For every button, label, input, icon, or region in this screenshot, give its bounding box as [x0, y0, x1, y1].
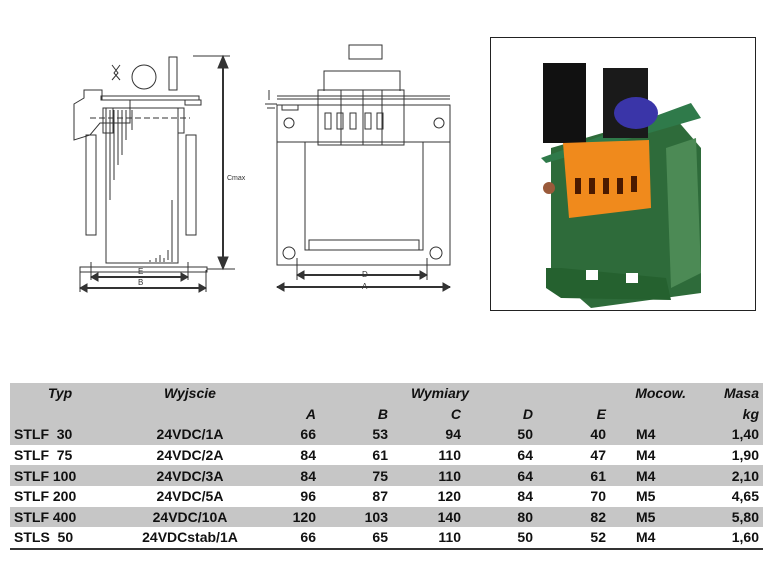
cell-c: 94	[392, 424, 465, 445]
cell-d: 50	[465, 424, 537, 445]
cell-e: 47	[590, 447, 606, 464]
cell-b: 61	[372, 447, 388, 464]
cell-d: 50	[465, 527, 537, 550]
front-view-drawing	[265, 44, 452, 292]
cell-wyjscie: 24VDC/5A	[156, 488, 224, 505]
cell-a: 96	[300, 488, 316, 505]
cell-e: 52	[537, 527, 610, 550]
header-row-1: Typ Wyjscie Wymiary Mocow. Masa	[10, 383, 763, 404]
cell-mocow: M4	[610, 527, 690, 550]
header-kg: kg	[690, 403, 763, 425]
cell-d: 80	[465, 506, 537, 528]
cell-e: 82	[537, 506, 610, 528]
header-row-2: A B C D E kg	[10, 403, 763, 425]
cell-e: 70	[590, 488, 606, 505]
cell-e: 61	[537, 465, 610, 486]
cell-wyjscie: 24VDC/10A	[110, 506, 270, 528]
cell-mocow: M4	[610, 465, 690, 486]
cell-b: 53	[320, 424, 392, 445]
header-wyjscie: Wyjscie	[110, 383, 270, 404]
header-a: A	[270, 403, 320, 425]
cell-mocow: M5	[610, 506, 690, 528]
cell-a: 84	[270, 465, 320, 486]
cell-masa: 1,40	[690, 424, 763, 445]
cell-b: 65	[320, 527, 392, 550]
header-b: B	[320, 403, 392, 425]
cell-wyjscie: 24VDC/3A	[110, 465, 270, 486]
cell-typ: STLF 100	[10, 465, 110, 486]
cell-masa: 5,80	[690, 506, 763, 528]
cell-e: 40	[537, 424, 610, 445]
label-c-max: Cmax	[227, 175, 246, 182]
cell-typ: STLF 30	[10, 424, 110, 445]
cell-mocow: M4	[610, 424, 690, 445]
cell-b: 103	[320, 506, 392, 528]
label-d: D	[362, 270, 368, 279]
header-wymiary: Wymiary	[270, 383, 610, 404]
header-masa: Masa	[690, 383, 763, 404]
table-row: STLF 75 24VDC/2A 84 61 110 64 47 M4 1,90	[10, 445, 763, 466]
cell-c: 110	[392, 465, 465, 486]
dimension-drawings: Cmax E B D A	[73, 44, 452, 293]
header-typ: Typ	[10, 383, 110, 404]
side-view-drawing	[73, 54, 235, 293]
specification-table: Typ Wyjscie Wymiary Mocow. Masa A B C D …	[10, 383, 763, 550]
label-e: E	[138, 267, 143, 276]
cell-c: 110	[392, 527, 465, 550]
header-mocow: Mocow.	[610, 383, 690, 404]
cell-d: 64	[465, 465, 537, 486]
cell-masa: 2,10	[690, 465, 763, 486]
cell-a: 66	[270, 424, 320, 445]
header-c: C	[392, 403, 465, 425]
cell-typ: STLF 400	[10, 506, 110, 528]
cell-mocow: M4	[636, 447, 656, 464]
cell-masa: 1,90	[731, 447, 759, 464]
header-e: E	[537, 403, 610, 425]
cell-typ: STLS 50	[10, 527, 110, 550]
cell-a: 120	[270, 506, 320, 528]
cell-wyjscie: 24VDC/1A	[110, 424, 270, 445]
cell-wyjscie: 24VDCstab/1A	[110, 527, 270, 550]
cell-mocow: M5	[636, 488, 656, 505]
cell-a: 66	[270, 527, 320, 550]
label-b: B	[138, 278, 143, 287]
cell-d: 64	[517, 447, 533, 464]
cell-masa: 4,65	[731, 488, 759, 505]
cell-typ: STLF 75	[14, 447, 73, 464]
cell-a: 84	[300, 447, 316, 464]
cell-typ: STLF 200	[14, 488, 77, 505]
product-photo	[490, 37, 756, 311]
cell-c: 110	[438, 447, 461, 464]
cell-b: 87	[372, 488, 388, 505]
table-row: STLF 200 24VDC/5A 96 87 120 84 70 M5 4,65	[10, 486, 763, 507]
cell-wyjscie: 24VDC/2A	[156, 447, 224, 464]
cell-c: 140	[392, 506, 465, 528]
transformer-photo-illustration	[541, 63, 701, 308]
cell-c: 120	[437, 488, 461, 505]
header-d: D	[465, 403, 537, 425]
cell-b: 75	[320, 465, 392, 486]
cell-masa: 1,60	[690, 527, 763, 550]
cell-d: 84	[517, 488, 533, 505]
label-a: A	[362, 282, 368, 291]
